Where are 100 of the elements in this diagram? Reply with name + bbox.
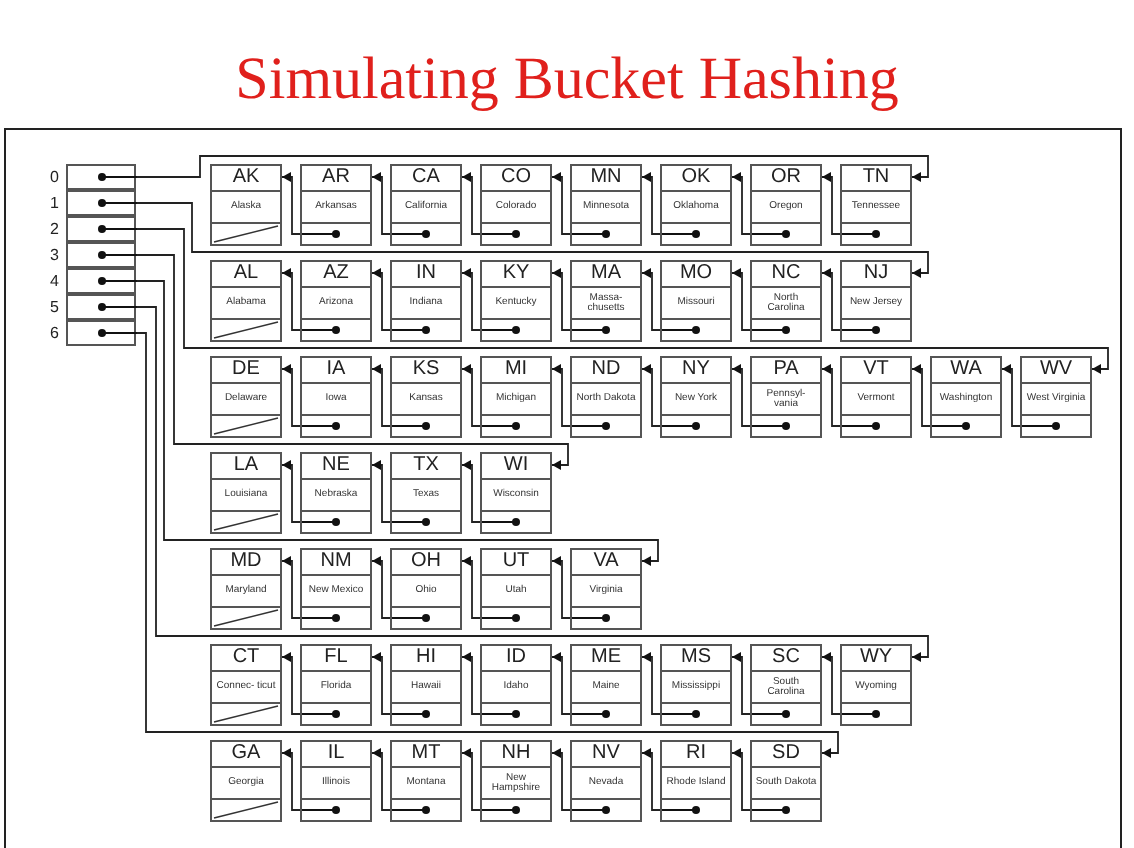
pointer-arrow	[371, 460, 391, 523]
pointer-arrow	[731, 172, 751, 235]
pointer-arrow	[551, 556, 571, 619]
pointer-arrow	[641, 652, 661, 715]
pointer-arrow	[461, 268, 481, 331]
state-code: TN	[860, 166, 892, 190]
pointer-arrow	[371, 268, 391, 331]
pointer-arrow	[641, 172, 661, 235]
pointer-arrow	[731, 268, 751, 331]
list-node	[210, 644, 282, 726]
index-number: 2	[50, 220, 59, 238]
state-code: UT	[500, 550, 532, 574]
index-number: 1	[50, 194, 59, 212]
state-code: NC	[769, 262, 803, 286]
title: Simulating Bucket Hashing	[233, 44, 901, 116]
list-node	[930, 356, 1002, 438]
pointer-arrow	[821, 172, 841, 235]
list-node	[570, 644, 642, 726]
state-code: TX	[411, 454, 441, 478]
list-node	[390, 260, 462, 342]
pointer-arrow	[461, 364, 481, 427]
pointer-arrow	[371, 556, 391, 619]
list-node	[480, 164, 552, 246]
pointer-arrow	[1001, 364, 1021, 427]
pointer-arrow	[135, 306, 929, 662]
state-code: CO	[499, 166, 533, 190]
pointer-arrow	[551, 652, 571, 715]
state-code: WY	[857, 646, 895, 670]
state-code: CT	[230, 646, 262, 670]
state-code: NE	[320, 454, 352, 478]
state-code: GA	[229, 742, 263, 766]
state-code: AK	[230, 166, 262, 190]
pointer-arrow	[371, 652, 391, 715]
index-number: 0	[50, 168, 59, 186]
state-code: NJ	[861, 262, 891, 286]
list-node	[750, 644, 822, 726]
list-node	[300, 548, 372, 630]
index-number: 3	[50, 246, 59, 264]
state-code: NH	[499, 742, 533, 766]
list-node	[750, 740, 822, 822]
list-node	[750, 164, 822, 246]
list-node	[570, 548, 642, 630]
list-node	[210, 356, 282, 438]
state-code: DE	[230, 358, 262, 382]
state-code: ME	[589, 646, 623, 670]
pointer-arrow	[371, 172, 391, 235]
state-code: KS	[410, 358, 442, 382]
list-node	[480, 356, 552, 438]
state-code: HI	[414, 646, 438, 670]
list-node	[300, 260, 372, 342]
state-code: NY	[680, 358, 712, 382]
pointer-arrow	[641, 364, 661, 427]
pointer-arrow	[641, 268, 661, 331]
state-code: NV	[590, 742, 622, 766]
pointer-arrow	[281, 268, 301, 331]
pointer-arrow	[821, 652, 841, 715]
pointer-arrow	[135, 280, 659, 566]
state-code: NM	[318, 550, 354, 574]
list-node	[840, 164, 912, 246]
state-code: IL	[325, 742, 347, 766]
list-node	[570, 164, 642, 246]
list-node	[660, 740, 732, 822]
list-node	[390, 452, 462, 534]
list-node	[390, 644, 462, 726]
list-node	[390, 164, 462, 246]
state-code: IA	[324, 358, 348, 382]
list-node	[480, 260, 552, 342]
pointer-arrow	[461, 460, 481, 523]
pointer-arrow	[281, 556, 301, 619]
state-code: VT	[861, 358, 891, 382]
state-code: MO	[677, 262, 715, 286]
list-node	[840, 644, 912, 726]
state-code: MI	[502, 358, 530, 382]
state-code: WA	[948, 358, 984, 382]
pointer-arrow	[551, 748, 571, 811]
pointer-arrow	[371, 748, 391, 811]
state-code: SC	[770, 646, 802, 670]
state-code: LA	[231, 454, 261, 478]
index-number: 5	[50, 298, 59, 316]
list-node	[390, 548, 462, 630]
list-node	[210, 452, 282, 534]
pointer-arrow	[135, 155, 929, 182]
state-code: MT	[409, 742, 443, 766]
list-node	[300, 356, 372, 438]
pointer-arrow	[281, 364, 301, 427]
list-node	[660, 644, 732, 726]
pointer-arrow	[551, 172, 571, 235]
list-node	[390, 356, 462, 438]
state-code: PA	[771, 358, 801, 382]
list-node	[390, 740, 462, 822]
list-node	[480, 644, 552, 726]
pointer-arrow	[135, 228, 1109, 374]
pointer-arrow	[281, 460, 301, 523]
pointer-arrow	[731, 748, 751, 811]
pointer-arrow	[821, 364, 841, 427]
list-node	[210, 164, 282, 246]
pointer-arrow	[641, 748, 661, 811]
pointer-arrow	[731, 652, 751, 715]
pointer-arrow	[551, 268, 571, 331]
pointer-arrow	[371, 364, 391, 427]
